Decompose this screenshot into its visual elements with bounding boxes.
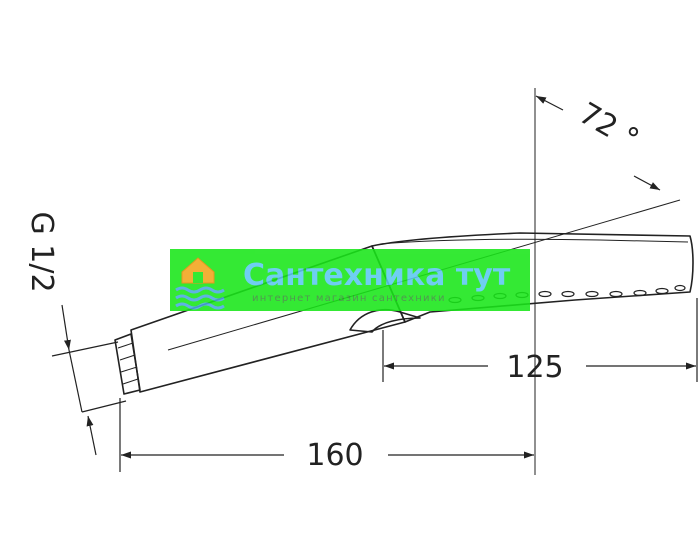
- head-width-dimension: [382, 298, 698, 382]
- shower-head: [371, 232, 694, 323]
- overall-length-dimension: [119, 398, 534, 472]
- thread-label: G 1/2: [24, 211, 59, 292]
- thread-connector: [114, 333, 141, 395]
- watermark-logo: [175, 257, 225, 310]
- watermark-band: [170, 249, 530, 311]
- thread-dimension: [51, 304, 127, 456]
- angle-dimension: [535, 95, 661, 191]
- watermark: Сантехника тут интернет магазин сантехни…: [170, 249, 530, 311]
- head-width-label: 125: [506, 350, 563, 385]
- watermark-title: Сантехника тут: [243, 258, 511, 293]
- watermark-subtitle: интернет магазин сантехники: [252, 293, 446, 304]
- angle-label: 72 °: [573, 96, 645, 158]
- handle-recess: [349, 308, 421, 333]
- overall-length-label: 160: [306, 438, 363, 473]
